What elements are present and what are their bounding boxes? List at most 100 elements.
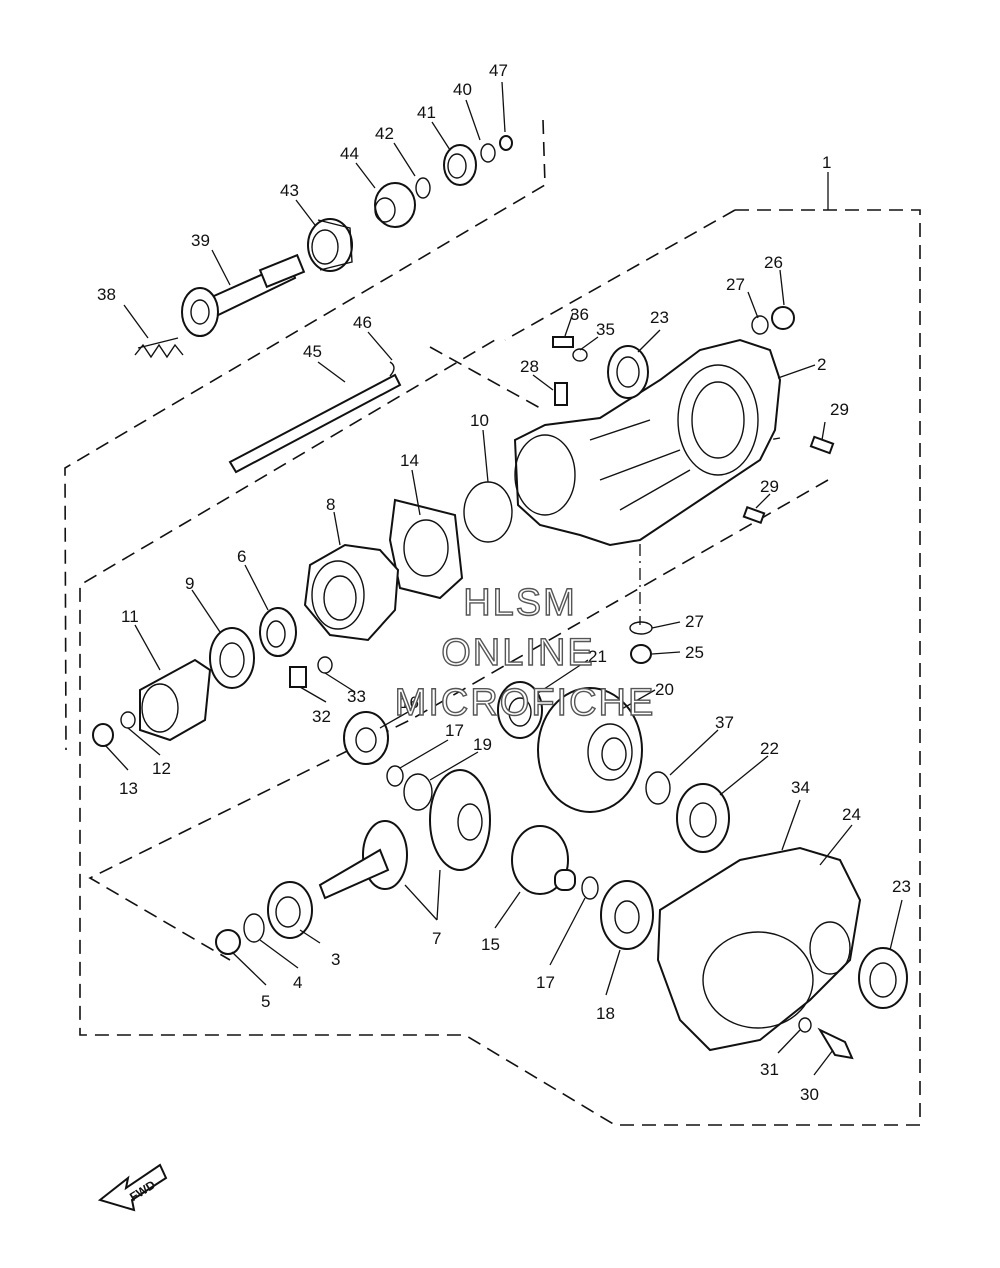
watermark-line-2: ONLINE xyxy=(441,632,594,674)
callout-37: 37 xyxy=(715,713,734,732)
washer-33 xyxy=(317,656,333,674)
collar-44 xyxy=(374,182,416,228)
callout-13: 13 xyxy=(119,779,138,798)
callout-38: 38 xyxy=(97,285,116,304)
callout-7: 7 xyxy=(432,929,441,948)
callout-28: 28 xyxy=(520,357,539,376)
callout-30: 30 xyxy=(800,1085,819,1104)
callout-17-upper: 17 xyxy=(445,721,464,740)
callout-36: 36 xyxy=(570,305,589,324)
callout-14: 14 xyxy=(400,451,419,470)
callout-19: 19 xyxy=(473,735,492,754)
circlip-42 xyxy=(415,177,431,199)
fitting-28 xyxy=(554,382,568,406)
yoke-11 xyxy=(139,658,212,742)
callout-42: 42 xyxy=(375,124,394,143)
dowel-29-upper xyxy=(809,435,835,455)
callout-29-lower: 29 xyxy=(760,477,779,496)
pin-46 xyxy=(389,361,395,377)
spacer-19 xyxy=(403,773,433,811)
callout-23-upper: 23 xyxy=(650,308,669,327)
shaft-39 xyxy=(181,253,306,337)
callout-15: 15 xyxy=(481,935,500,954)
callout-17-lower: 17 xyxy=(536,973,555,992)
callout-22: 22 xyxy=(760,739,779,758)
bearing-9 xyxy=(209,627,255,689)
bolt-30 xyxy=(817,1027,854,1060)
oil-seal-6 xyxy=(259,607,297,657)
callout-21: 21 xyxy=(588,647,607,666)
nut-5 xyxy=(215,929,241,955)
callout-24: 24 xyxy=(842,805,861,824)
bearing-21 xyxy=(497,681,543,739)
callout-40: 40 xyxy=(453,80,472,99)
bearing-18 xyxy=(600,880,654,950)
leader-lines xyxy=(104,81,903,1076)
o-ring-10 xyxy=(463,481,513,543)
bearing-43 xyxy=(307,218,353,272)
case-cover-24 xyxy=(656,846,862,1052)
spring-38 xyxy=(134,337,184,359)
shim-37 xyxy=(645,771,671,805)
bearing-3 xyxy=(267,881,313,939)
fwd-arrow-icon: FWD xyxy=(97,1163,168,1212)
callout-44: 44 xyxy=(340,144,359,163)
callout-9: 9 xyxy=(185,574,194,593)
callout-34: 34 xyxy=(791,778,810,797)
callout-12: 12 xyxy=(152,759,171,778)
washer-27-lower xyxy=(629,621,653,635)
bearing-16 xyxy=(343,711,389,765)
callout-45: 45 xyxy=(303,342,322,361)
watermark-line-3: MICROFICHE xyxy=(395,682,656,724)
callout-6: 6 xyxy=(237,547,246,566)
gear-shaft-15 xyxy=(511,825,576,895)
callout-5: 5 xyxy=(261,992,270,1011)
oil-seal-23-lower xyxy=(858,947,908,1009)
gear-20 xyxy=(537,687,643,813)
oil-seal-23-upper xyxy=(607,345,649,399)
callout-23-lower: 23 xyxy=(892,877,911,896)
bearing-22 xyxy=(676,783,730,853)
callout-47: 47 xyxy=(489,61,508,80)
clip-35 xyxy=(572,348,588,362)
ring-40 xyxy=(480,143,496,163)
callout-3: 3 xyxy=(331,950,340,969)
callout-10: 10 xyxy=(470,411,489,430)
callout-16: 16 xyxy=(400,693,419,712)
callout-27-lower: 27 xyxy=(685,612,704,631)
callout-46: 46 xyxy=(353,313,372,332)
callout-1: 1 xyxy=(822,153,831,172)
callout-2: 2 xyxy=(817,355,826,374)
needle-bearing-41 xyxy=(443,144,477,186)
callout-18: 18 xyxy=(596,1004,615,1023)
washer-12 xyxy=(120,711,136,729)
callout-29-upper: 29 xyxy=(830,400,849,419)
callout-27-upper: 27 xyxy=(726,275,745,294)
callout-43: 43 xyxy=(280,181,299,200)
callout-39: 39 xyxy=(191,231,210,250)
shim-17-lower xyxy=(581,876,599,900)
callout-33: 33 xyxy=(347,687,366,706)
washer-31 xyxy=(798,1017,812,1033)
watermark: HLSM ONLINE MICROFICHE xyxy=(394,581,656,724)
dowel-29-lower xyxy=(742,505,766,525)
bolt-32 xyxy=(289,666,307,688)
bevel-gear-set-7 xyxy=(318,769,491,900)
callout-labels: 1 2 3 4 5 6 7 8 9 10 11 12 13 14 15 16 1… xyxy=(97,61,911,1104)
gasket-14 xyxy=(388,498,464,600)
callout-11: 11 xyxy=(121,607,139,626)
callout-20: 20 xyxy=(655,680,674,699)
bolt-26 xyxy=(771,306,795,330)
bolt-36 xyxy=(552,336,574,348)
nut-13 xyxy=(92,723,114,747)
callout-26: 26 xyxy=(764,253,783,272)
plug-47 xyxy=(499,135,513,151)
callout-31: 31 xyxy=(760,1060,779,1079)
shim-17-upper xyxy=(386,765,404,787)
callout-35: 35 xyxy=(596,320,615,339)
washer-27-upper xyxy=(751,315,769,335)
shim-4 xyxy=(243,913,265,943)
rod-45 xyxy=(228,373,402,474)
